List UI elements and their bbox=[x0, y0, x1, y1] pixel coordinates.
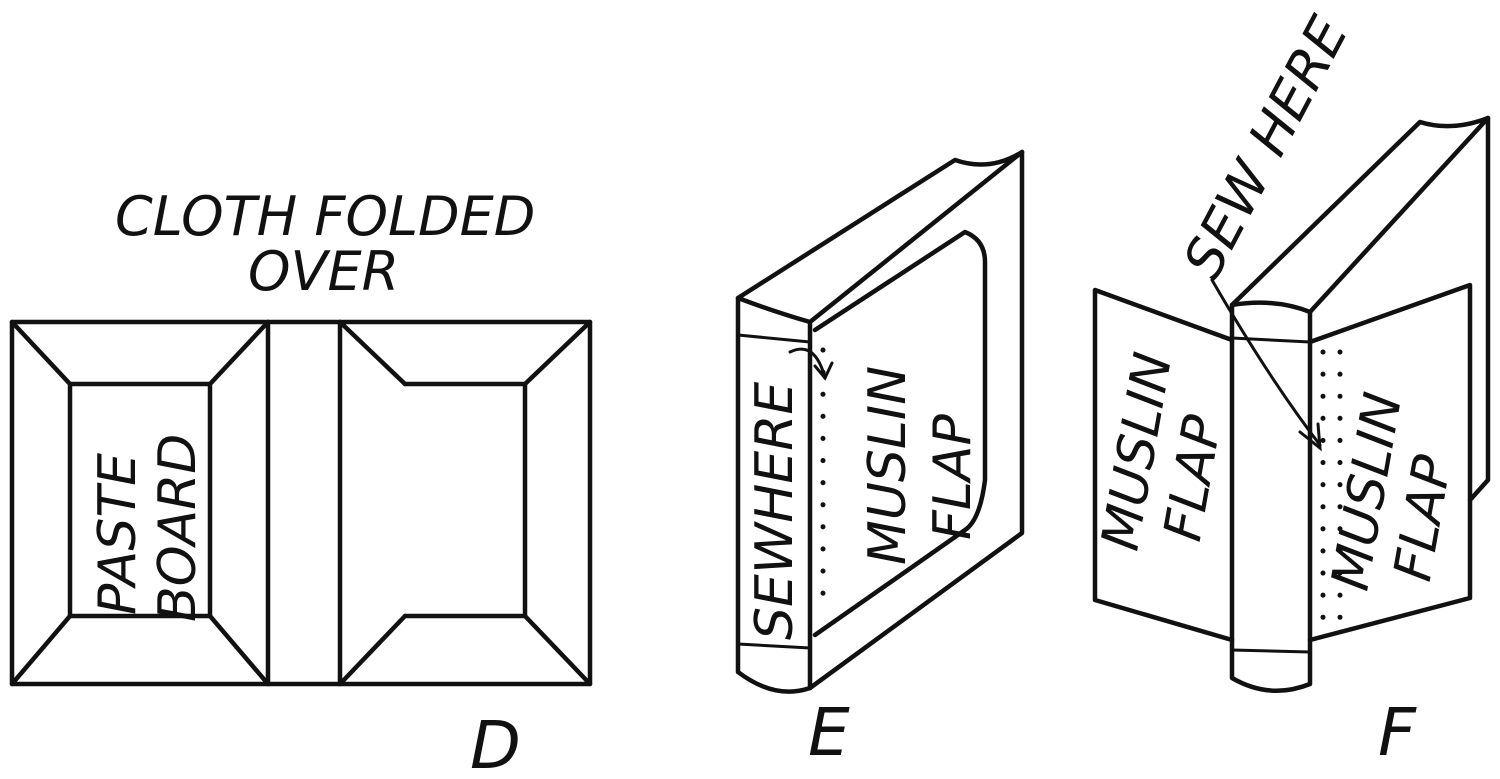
muslin-flap-label: MUSLIN FLAP bbox=[858, 366, 983, 565]
caption-over: OVER bbox=[248, 240, 399, 303]
right-flap-label: MUSLIN FLAP bbox=[1321, 388, 1465, 595]
sew-arrow bbox=[788, 347, 827, 380]
sew-arrow-head bbox=[1298, 422, 1322, 452]
sew-here-label: SEW HERE bbox=[1171, 6, 1361, 288]
figure-letter-f: F bbox=[1378, 694, 1417, 771]
spine-sew-here-label: SEWHERE bbox=[745, 382, 805, 640]
muslin-flap-label-line2: FLAP bbox=[923, 414, 983, 540]
book-body bbox=[1229, 115, 1491, 693]
pasteboard-label: PASTE BOARD bbox=[88, 434, 208, 622]
figure-e: SEWHERE MUSLIN FLAP E bbox=[735, 149, 1025, 771]
figure-f: SEW HERE MUSLIN FLAP MUSLIN FLAP F bbox=[1091, 6, 1491, 771]
figure-letter-d: D bbox=[470, 707, 521, 779]
muslin-flap-label-line1: MUSLIN bbox=[858, 366, 918, 565]
pasteboard-label-line1: PASTE bbox=[88, 453, 148, 615]
left-flap-label: MUSLIN FLAP bbox=[1091, 348, 1235, 555]
figure-d: CLOTH FOLDED OVER PASTE BOARD D bbox=[9, 185, 593, 779]
figure-letter-e: E bbox=[808, 694, 850, 771]
muslin-flap bbox=[812, 229, 988, 638]
left-muslin-flap bbox=[1092, 287, 1235, 643]
cover-outline bbox=[9, 319, 593, 687]
right-muslin-flap bbox=[1307, 282, 1473, 643]
right-pasteboard bbox=[337, 319, 593, 687]
book-body bbox=[735, 149, 1025, 694]
sew-arrow-head bbox=[813, 361, 834, 381]
caption-cloth-folded: CLOTH FOLDED bbox=[115, 185, 535, 248]
sew-arrow bbox=[1210, 278, 1322, 447]
left-pasteboard bbox=[9, 319, 271, 687]
pasteboard-label-line2: BOARD bbox=[148, 434, 208, 622]
